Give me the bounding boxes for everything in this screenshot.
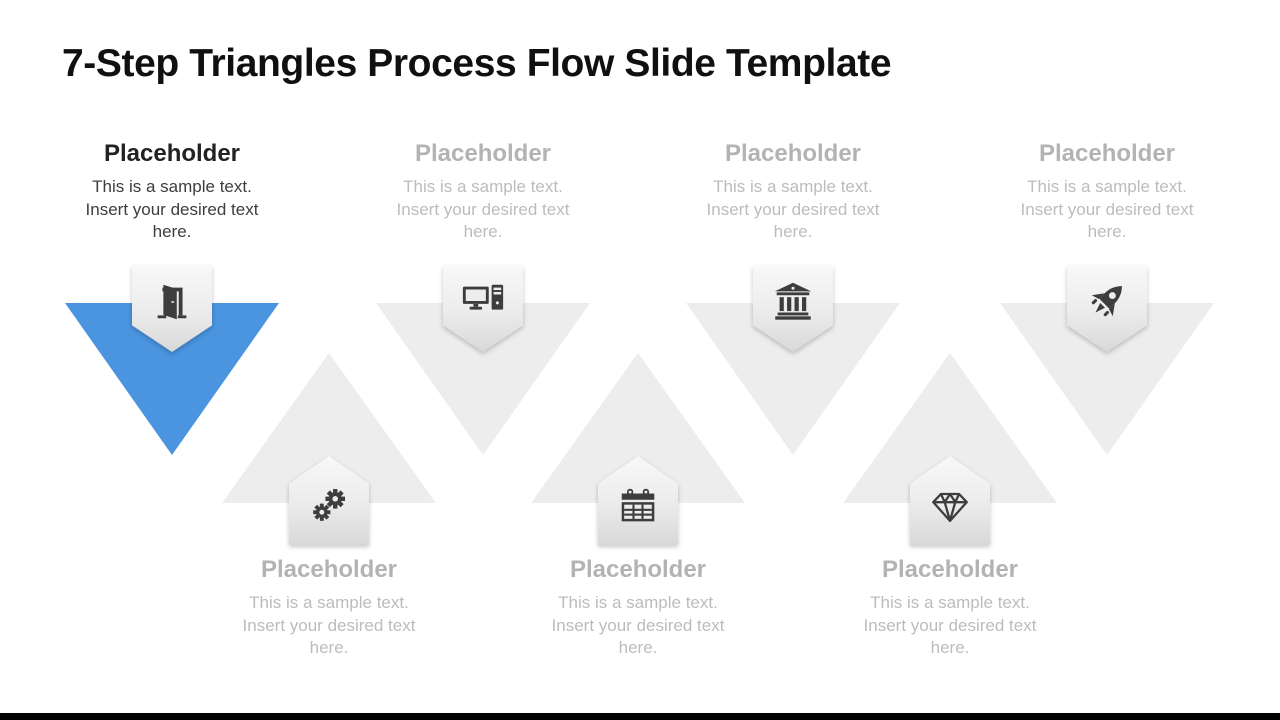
- step1-text-block[interactable]: Placeholder This is a sample text. Inser…: [66, 140, 278, 244]
- step7-text-block[interactable]: Placeholder This is a sample text. Inser…: [1001, 140, 1213, 244]
- step3-heading: Placeholder: [414, 140, 552, 167]
- step4-badge: [598, 456, 678, 545]
- step3-badge: [443, 266, 523, 352]
- step3-body: This is a sample text. Insert your desir…: [396, 177, 570, 242]
- step1-heading: Placeholder: [103, 140, 241, 167]
- diamond-icon: [927, 483, 973, 529]
- step3-text-block[interactable]: Placeholder This is a sample text. Inser…: [377, 140, 589, 244]
- step2-badge: [289, 456, 369, 545]
- bottom-black-bar: [0, 713, 1280, 720]
- step7-heading: Placeholder: [1038, 140, 1176, 167]
- step1-badge: [132, 266, 212, 352]
- computer-icon: [460, 278, 506, 324]
- step6-heading: Placeholder: [881, 556, 1019, 583]
- step2-text-block[interactable]: Placeholder This is a sample text. Inser…: [223, 556, 435, 660]
- step5-badge: [753, 266, 833, 352]
- step2-heading: Placeholder: [260, 556, 398, 583]
- step1-body: This is a sample text. Insert your desir…: [85, 177, 259, 242]
- step7-badge: [1067, 266, 1147, 352]
- step2-body: This is a sample text. Insert your desir…: [242, 593, 416, 658]
- calendar-icon: [615, 483, 661, 529]
- step5-body: This is a sample text. Insert your desir…: [706, 177, 880, 242]
- step7-body: This is a sample text. Insert your desir…: [1020, 177, 1194, 242]
- gears-icon: [306, 483, 352, 529]
- slide-title: 7-Step Triangles Process Flow Slide Temp…: [62, 42, 892, 85]
- step6-text-block[interactable]: Placeholder This is a sample text. Inser…: [844, 556, 1056, 660]
- step4-heading: Placeholder: [569, 556, 707, 583]
- rocket-icon: [1084, 278, 1130, 324]
- step5-text-block[interactable]: Placeholder This is a sample text. Inser…: [687, 140, 899, 244]
- door-icon: [149, 278, 195, 324]
- step6-body: This is a sample text. Insert your desir…: [863, 593, 1037, 658]
- bank-icon: [770, 278, 816, 324]
- step5-heading: Placeholder: [724, 140, 862, 167]
- step6-badge: [910, 456, 990, 545]
- step4-body: This is a sample text. Insert your desir…: [551, 593, 725, 658]
- step4-text-block[interactable]: Placeholder This is a sample text. Inser…: [532, 556, 744, 660]
